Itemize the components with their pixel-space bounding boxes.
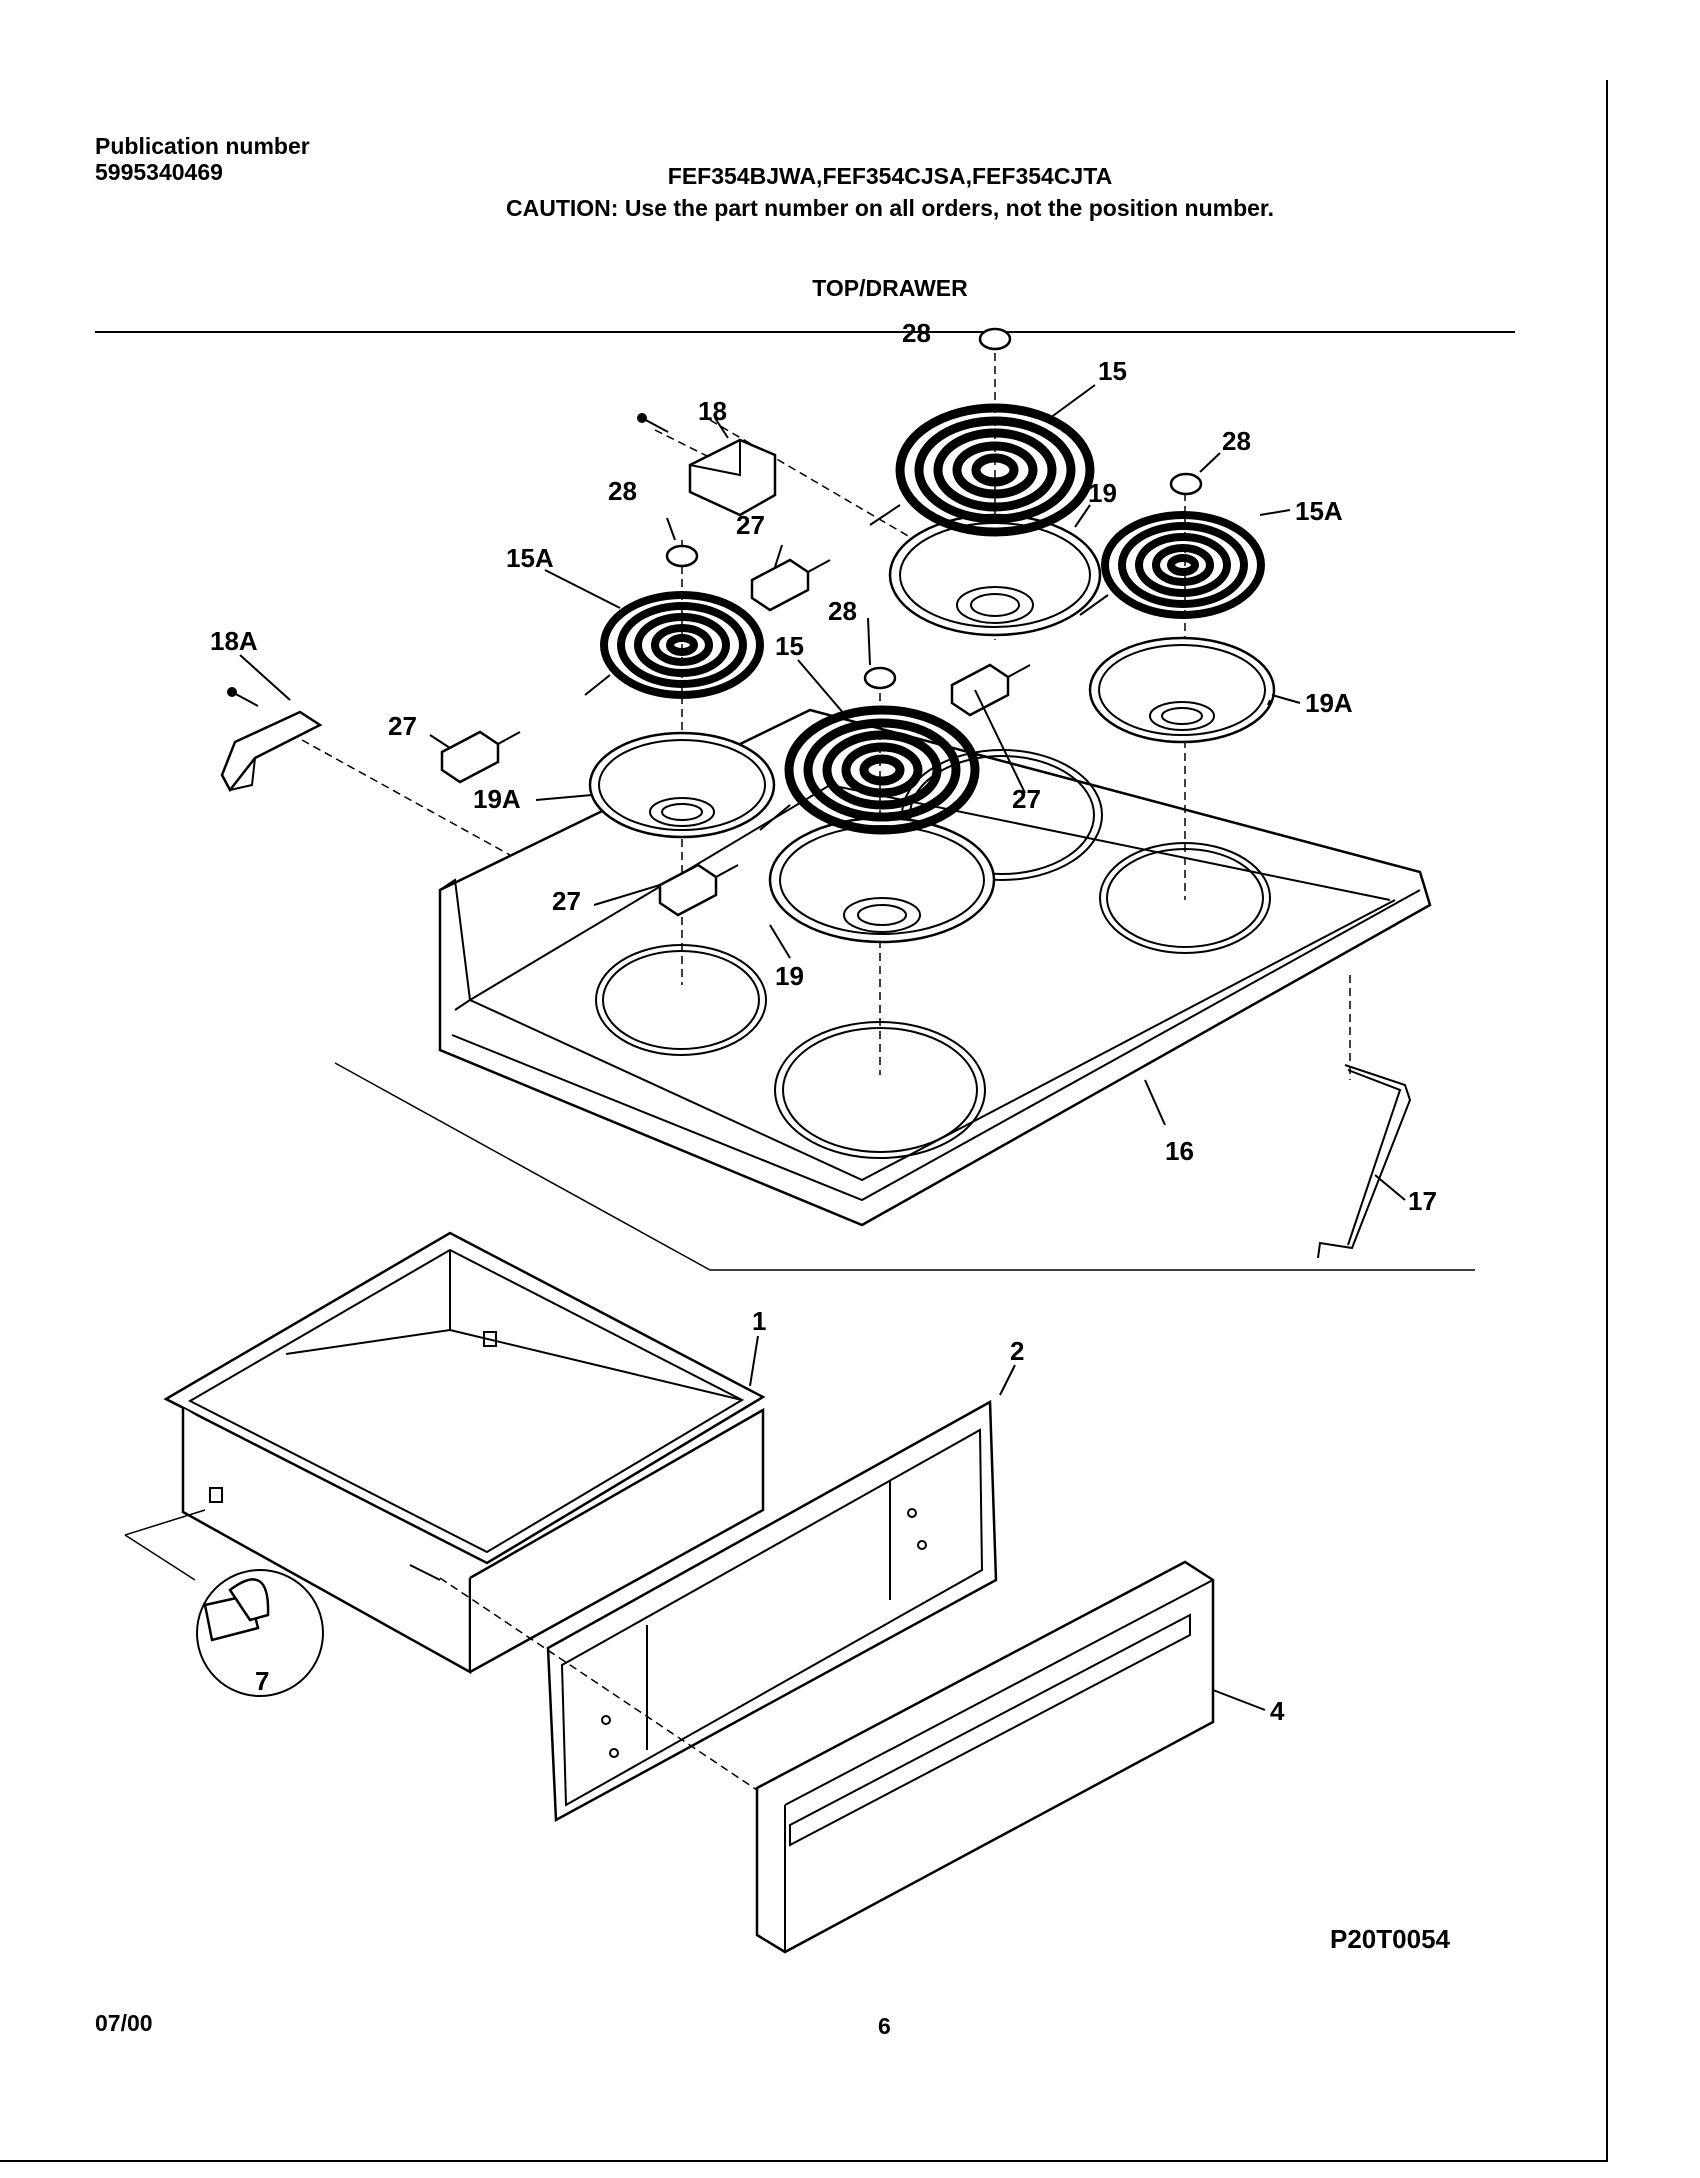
model-numbers: FEF354BJWA,FEF354CJSA,FEF354CJTA (667, 163, 1113, 189)
figure-code: P20T0054 (1330, 1924, 1450, 1954)
callout-27-bottom: 27 (552, 886, 581, 916)
callout-19A-left: 19A (473, 784, 521, 814)
callout-27-left: 27 (388, 711, 417, 741)
callout-18: 18 (698, 396, 727, 426)
header-divider (95, 331, 1515, 333)
callout-28-right: 28 (1222, 426, 1251, 456)
rod-17 (1317, 1064, 1412, 1259)
receptacle-27-mid (950, 663, 1031, 717)
callout-4: 4 (1270, 1696, 1285, 1726)
receptacle-27-top (750, 558, 831, 612)
surface-element-15-front (759, 705, 980, 835)
callout-19A-right: 19A (1305, 688, 1353, 718)
callout-1: 1 (752, 1306, 766, 1336)
publication-label: Publication number (95, 133, 310, 159)
surface-element-15-rear (869, 403, 1095, 537)
callout-28-front: 28 (828, 596, 857, 626)
callout-15A-left: 15A (506, 543, 554, 573)
receptacle-27-bottom (658, 863, 739, 917)
cap-28-front (863, 666, 897, 690)
cap-28-left (665, 544, 699, 568)
callout-2: 2 (1010, 1336, 1024, 1366)
callout-15A-right: 15A (1295, 496, 1343, 526)
callout-15-rear: 15 (1098, 356, 1127, 386)
drawer-body-1 (163, 1231, 766, 1675)
callout-28-left: 28 (608, 476, 637, 506)
drawer-glide-detail-7 (124, 1509, 324, 1697)
callout-19-rear: 19 (1088, 478, 1117, 508)
footer-date: 07/00 (95, 2010, 153, 2036)
callout-18A: 18A (210, 626, 258, 656)
bracket-18A (220, 687, 323, 793)
callout-27-top: 27 (736, 510, 765, 540)
callout-15-front: 15 (775, 631, 804, 661)
receptacle-27-left (440, 730, 521, 784)
page-right-border (1606, 80, 1608, 2160)
caution-note: CAUTION: Use the part number on all orde… (506, 195, 1274, 221)
drip-bowl-19A-right (1088, 636, 1276, 744)
callout-16: 16 (1165, 1136, 1194, 1166)
section-title: TOP/DRAWER (812, 275, 968, 301)
callout-leaders (239, 331, 1406, 1711)
page-number: 6 (878, 2013, 891, 2039)
drawer-guide-line (439, 1577, 758, 1791)
bracket-18 (637, 413, 777, 517)
drip-bowl-19-front (768, 816, 996, 944)
callout-7: 7 (255, 1666, 269, 1696)
surface-element-15A-right (1079, 511, 1265, 619)
callout-28-rear: 28 (902, 318, 931, 348)
cap-28-rear (978, 327, 1012, 351)
drip-bowl-19A-left (588, 731, 776, 839)
surface-element-15A-left (584, 591, 764, 699)
cap-28-right (1169, 472, 1203, 496)
callout-labels: 28 15 18 28 19 15A 28 27 15A 28 15 18A 2… (210, 318, 1437, 1726)
drawer-front-panel-4 (755, 1560, 1215, 1954)
drawer-back-panel-2 (546, 1399, 998, 1823)
callout-17: 17 (1408, 1186, 1437, 1216)
cooktop-main-top (334, 708, 1475, 1271)
callout-19-front: 19 (775, 961, 804, 991)
page-bottom-border (0, 2160, 1608, 2162)
publication-number: 5995340469 (95, 159, 223, 185)
callout-27-mid: 27 (1012, 784, 1041, 814)
